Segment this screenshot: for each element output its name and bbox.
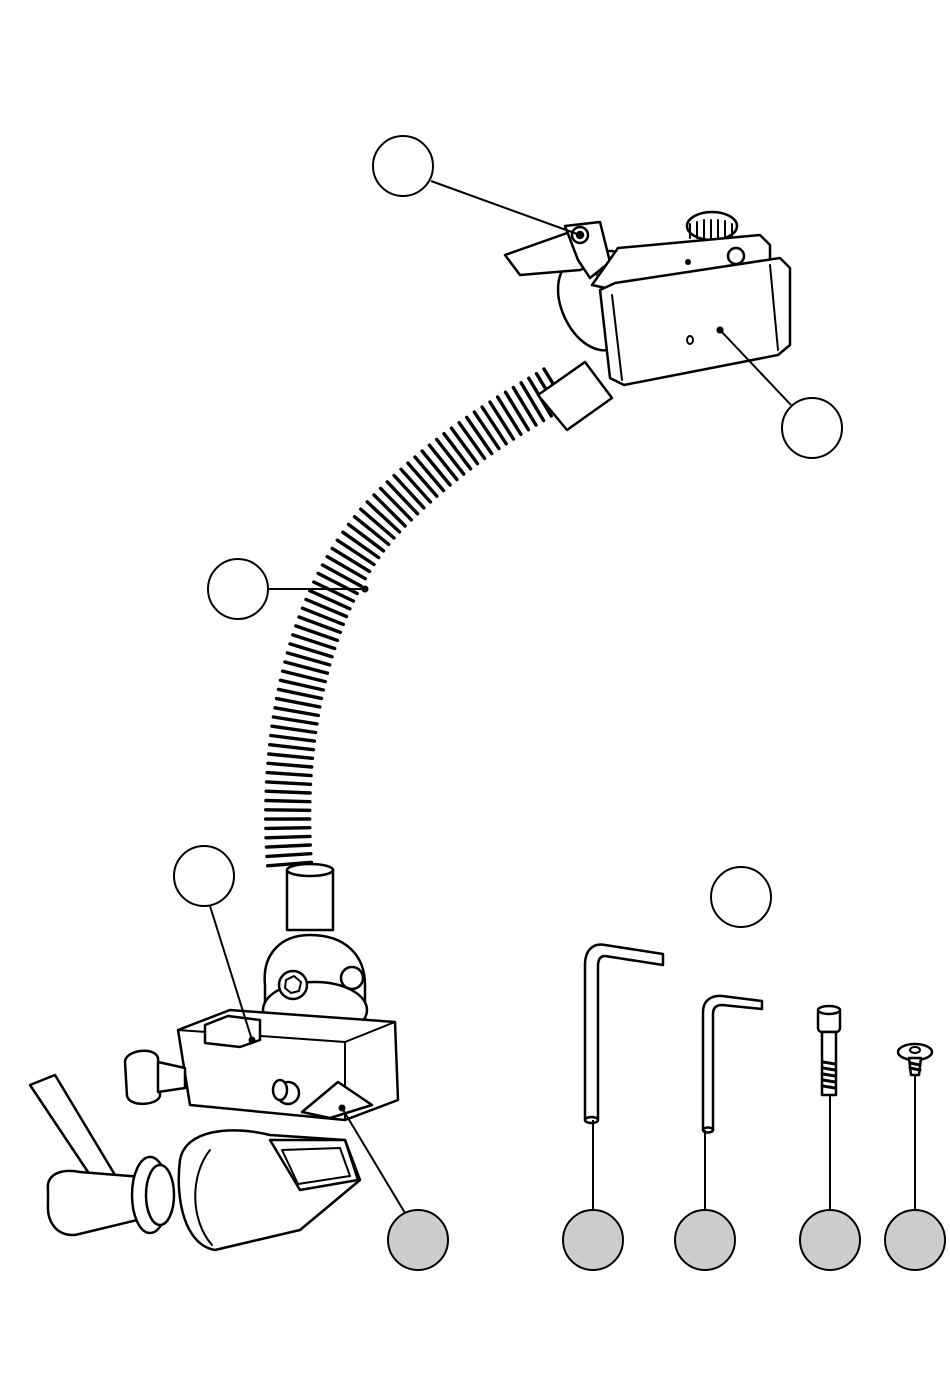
gooseneck-rib (266, 836, 310, 837)
accessories-group (585, 945, 932, 1133)
gooseneck-rib (266, 810, 310, 811)
callout-flat-screw (885, 1210, 945, 1270)
callout-gooseneck (208, 559, 268, 619)
callout-clamp-jaw (388, 1210, 448, 1270)
callout-cap-screw (800, 1210, 860, 1270)
callout-hex-key-large (563, 1210, 623, 1270)
gooseneck-rib (266, 801, 310, 802)
gooseneck-bottom-sleeve (287, 864, 333, 930)
cap-screw (818, 1006, 840, 1095)
callout-phone-plate (782, 398, 842, 458)
callout-accessories (711, 867, 771, 927)
gooseneck-rib (266, 791, 310, 793)
gooseneck-rib (266, 845, 310, 847)
clamp-assembly (30, 935, 398, 1250)
callout-clamp-block (174, 846, 234, 906)
large-hex-key (585, 945, 663, 1123)
leader-holder-lever (431, 181, 580, 235)
callout-hex-key-small (675, 1210, 735, 1270)
flat-screw (898, 1044, 932, 1075)
callout-holder-lever (373, 136, 433, 196)
gooseneck-rib (267, 782, 311, 784)
gooseneck-rib (266, 828, 310, 829)
small-hex-key (703, 996, 762, 1133)
gooseneck-arm (266, 369, 567, 875)
